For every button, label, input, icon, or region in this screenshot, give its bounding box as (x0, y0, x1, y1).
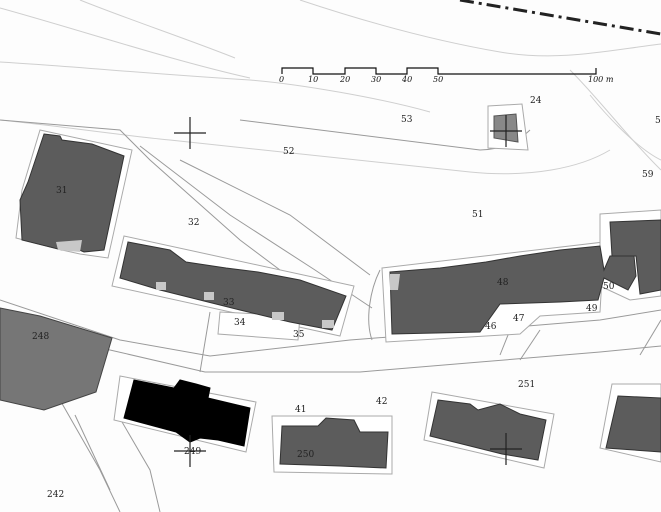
parcel-label: 250 (297, 450, 315, 460)
courtyards (56, 240, 400, 328)
parcel-label: 35 (293, 330, 305, 340)
parcel-label: 52 (283, 147, 295, 157)
building-251 (429, 399, 547, 461)
building-31 (19, 133, 125, 253)
crosshair-icon (174, 117, 206, 149)
parcel-label: 33 (223, 298, 235, 308)
scale-tick-label: 50 (433, 75, 444, 84)
building-32 (119, 241, 347, 331)
parcel-label: 251 (518, 380, 536, 390)
parcel-label: 32 (188, 218, 200, 228)
building-48 (389, 245, 637, 335)
parcel-label: 49 (586, 304, 598, 314)
parcel-label: 24 (530, 96, 542, 106)
parcel-label: 34 (234, 318, 246, 328)
road-edges (0, 119, 661, 512)
parcel-label: 248 (32, 332, 50, 342)
building-250 (279, 417, 389, 469)
terrain-lines (0, 0, 661, 175)
scale-tick-label: 30 (371, 75, 382, 84)
crosshair-icon (174, 435, 206, 467)
parcel-label: 46 (485, 322, 497, 332)
building-248 (0, 307, 113, 411)
parcel-label: 42 (376, 397, 388, 407)
crosshair-icon (490, 433, 522, 465)
building-249 (123, 379, 251, 447)
parcel-label: 249 (184, 447, 202, 457)
scale-tick-label: 40 (402, 75, 413, 84)
survey-crosshairs (174, 115, 522, 467)
buildings (19, 133, 661, 469)
boundary-line (459, 0, 661, 36)
parcel-label: 41 (295, 405, 307, 415)
scale-tick-label: 20 (340, 75, 351, 84)
parcel-label: 48 (497, 278, 509, 288)
scale-tick-label: 100 m (588, 75, 614, 84)
parcel-label: 53 (401, 115, 413, 125)
parcel-label: 59 (642, 170, 654, 180)
building-east-bottom (605, 395, 661, 453)
parcel-label: 47 (513, 314, 525, 324)
parcel-label: 51 (472, 210, 484, 220)
parcel-label: 5 (655, 116, 661, 126)
building-51-east (609, 219, 661, 295)
crosshair-icon (490, 115, 522, 147)
parcel-label: 31 (56, 186, 68, 196)
scale-tick-label: 0 (279, 75, 285, 84)
parcel-label: 242 (47, 490, 65, 500)
parcel-label: 50 (603, 282, 615, 292)
scale-tick-label: 10 (308, 75, 319, 84)
scale-bar (281, 67, 597, 75)
